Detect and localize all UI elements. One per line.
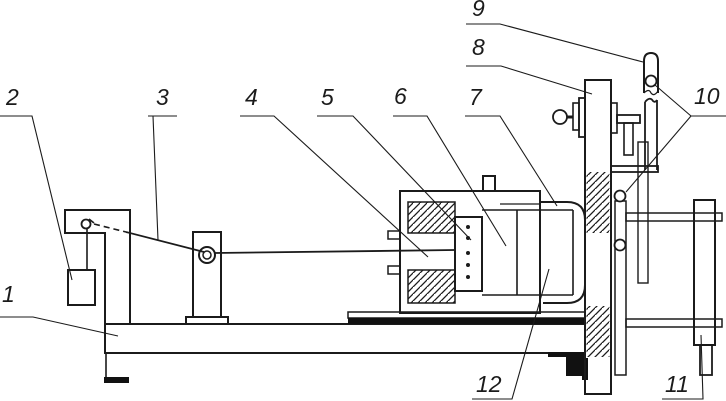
tie-rod-lower (625, 318, 723, 328)
knob-flange-inner (572, 102, 580, 131)
weight (67, 269, 96, 306)
leader-3 (148, 115, 177, 241)
base-right-block (566, 357, 584, 376)
leader-5 (317, 115, 472, 241)
base-plate (104, 323, 586, 354)
base-frame (104, 311, 588, 383)
leader-11 (662, 334, 704, 400)
clamp-linkage (610, 51, 723, 376)
support-plate (552, 79, 612, 395)
leader-9 (466, 23, 644, 63)
housing-body (399, 190, 541, 314)
housing-pin-lower (387, 265, 401, 275)
support-plate-body (584, 79, 612, 395)
specimen-wire (214, 249, 456, 254)
support-plate-hatch-lower (586, 306, 610, 357)
pulley-axle (202, 250, 212, 260)
part-label-3: 3 (156, 84, 169, 110)
leader-8 (466, 65, 593, 95)
part-label-4: 4 (245, 84, 258, 110)
part-label-10: 10 (694, 83, 720, 109)
part-label-6: 6 (394, 83, 407, 109)
hanger-bracket (64, 209, 131, 324)
slide-strip-dark (348, 318, 585, 324)
cord-hidden-dashed (93, 223, 127, 233)
pulley-post-foot (185, 316, 229, 325)
housing-hatch-upper (407, 201, 456, 234)
linkage-shelf (610, 165, 659, 173)
cylinder-cap (540, 201, 586, 304)
leader-7 (465, 115, 558, 207)
leader-6 (393, 115, 507, 247)
cord-to-pulley (125, 231, 205, 253)
lever-handle-break (643, 89, 659, 96)
pulley-stand (185, 231, 456, 325)
end-plate (693, 199, 716, 376)
grip-plate (454, 216, 483, 292)
ball-knob (552, 109, 568, 125)
leader-12 (472, 268, 550, 400)
hook-tail (88, 218, 95, 224)
leader-10 (625, 84, 726, 193)
part-label-2: 2 (6, 84, 19, 110)
lever-lower (644, 97, 658, 170)
part-label-9: 9 (472, 0, 485, 21)
part-label-8: 8 (472, 34, 485, 60)
housing-top-plug (482, 175, 496, 192)
grip-plate-rivets (466, 225, 470, 279)
hook-eye (80, 218, 92, 230)
clamp-bar (614, 200, 627, 376)
knob-flange-outer (578, 97, 586, 138)
base-right-edge (548, 352, 585, 357)
pulley-wheel (198, 246, 216, 264)
leader-lines (0, 23, 726, 400)
leader-2 (0, 115, 73, 281)
part-label-7: 7 (469, 84, 482, 110)
tie-rod-upper (625, 212, 723, 222)
base-left-foot (104, 377, 129, 383)
clamp-pin-lower (613, 238, 627, 252)
leader-4 (240, 115, 429, 258)
part-label-5: 5 (321, 84, 334, 110)
support-plate-hatch-upper (586, 172, 610, 233)
lever-handle (643, 51, 659, 93)
lever-pin-upper (644, 74, 658, 88)
specimen-housing (387, 175, 586, 314)
housing-pin-upper (387, 230, 401, 240)
link-arm (616, 114, 641, 124)
link-drop-bar (623, 122, 634, 156)
leader-1 (0, 316, 119, 337)
part-label-11: 11 (665, 371, 689, 397)
part-label-12: 12 (476, 371, 502, 397)
part-label-1: 1 (2, 281, 15, 307)
chamber-bore (482, 209, 574, 296)
pulley-post (192, 231, 222, 317)
clamp-pin-upper (613, 189, 627, 203)
housing-hatch-lower (407, 269, 456, 304)
load-weight-assembly (64, 209, 205, 324)
end-plate-foot (699, 344, 713, 376)
